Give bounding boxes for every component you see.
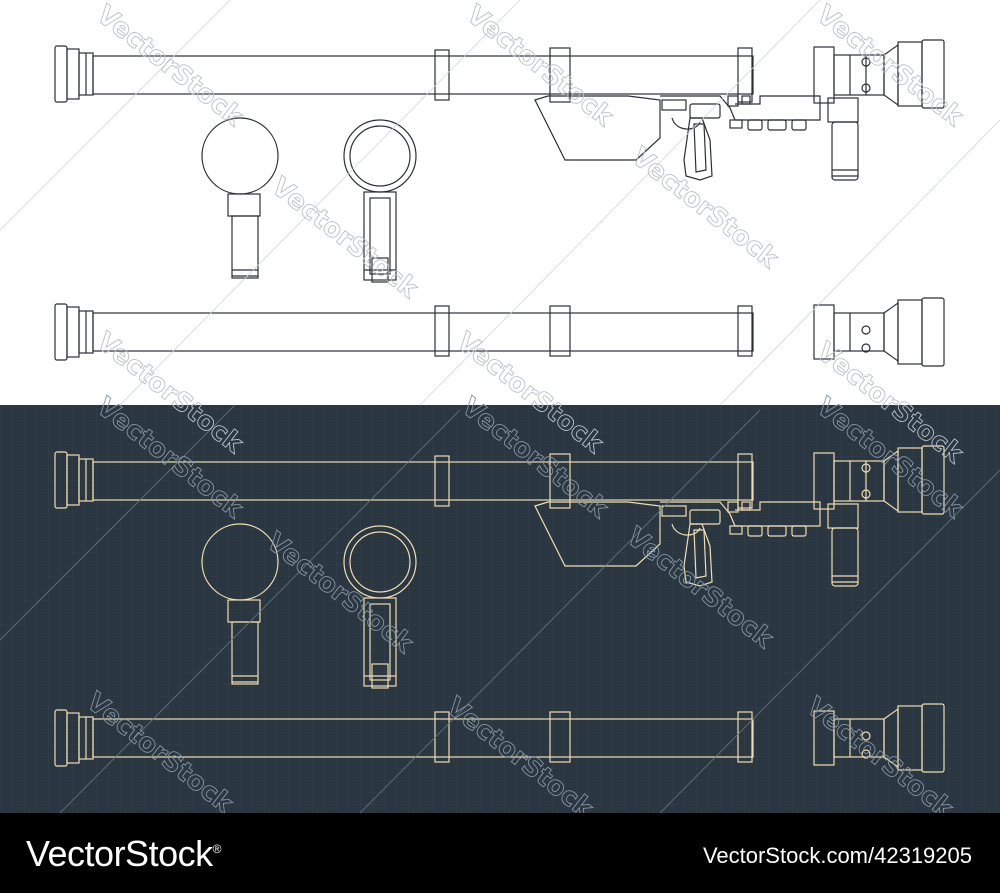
launcher-drawings: VectorStock VectorStock VectorStock Vect… <box>0 0 1000 813</box>
watermark-text: VectorStock <box>91 0 249 133</box>
brand-logo: VectorStock® <box>26 833 221 875</box>
light-blueprint-sheet <box>0 0 1000 405</box>
watermark-text: VectorStock <box>461 0 619 133</box>
end-cap-with-handle <box>201 117 279 279</box>
image-credit: VectorStock.com/42319205 <box>702 843 972 868</box>
brand-name: VectorStock <box>26 833 213 874</box>
registered-mark: ® <box>212 842 222 856</box>
footer-bar: VectorStock® VectorStock.com/42319205 <box>0 813 1000 893</box>
watermark-lines <box>0 0 1000 406</box>
watermark-text: VectorStock <box>626 142 784 275</box>
watermark-lines-dark <box>0 404 1000 813</box>
watermark-text: VectorStock <box>266 172 424 305</box>
